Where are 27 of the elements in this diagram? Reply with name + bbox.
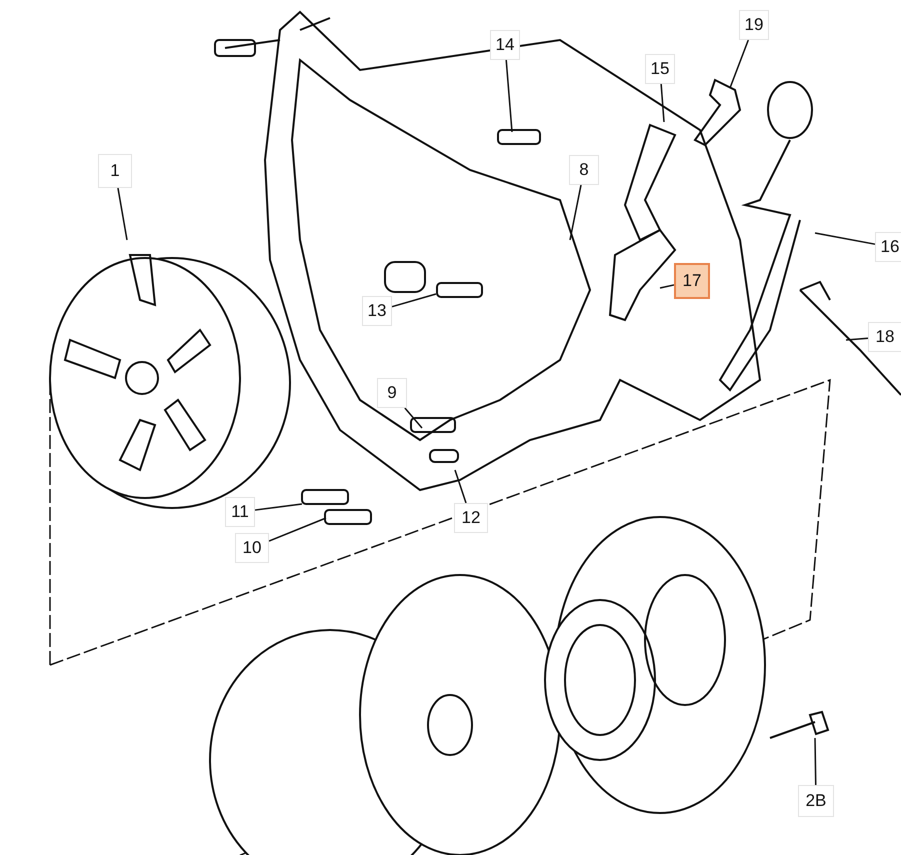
leader-line (268, 517, 326, 542)
callout-number: 10 (235, 533, 269, 563)
leader-line (392, 293, 436, 308)
leader-line (569, 184, 582, 240)
callout-number: 9 (377, 378, 407, 408)
leader-line (814, 232, 876, 245)
callout-number: 17 (674, 263, 710, 299)
leader-line (846, 338, 868, 341)
leader-line (660, 284, 674, 289)
callout-number: 19 (739, 10, 769, 40)
leader-line (660, 84, 665, 122)
callout-number: 13 (362, 296, 392, 326)
callout-number: 2B (798, 785, 834, 817)
callout-number: 15 (645, 54, 675, 84)
callout-number: 18 (868, 322, 901, 352)
callout-number: 14 (490, 30, 520, 60)
callout-number: 11 (225, 497, 255, 527)
leader-line (505, 60, 513, 132)
callout-number: 12 (454, 503, 488, 533)
callout-number: 8 (569, 155, 599, 185)
callout-number: 1 (98, 154, 132, 188)
leader-line (729, 40, 749, 88)
leader-line (814, 738, 816, 786)
leader-line (117, 188, 128, 240)
leader-line (454, 470, 467, 504)
leader-line (254, 503, 302, 511)
callout-number: 16 (875, 232, 901, 262)
